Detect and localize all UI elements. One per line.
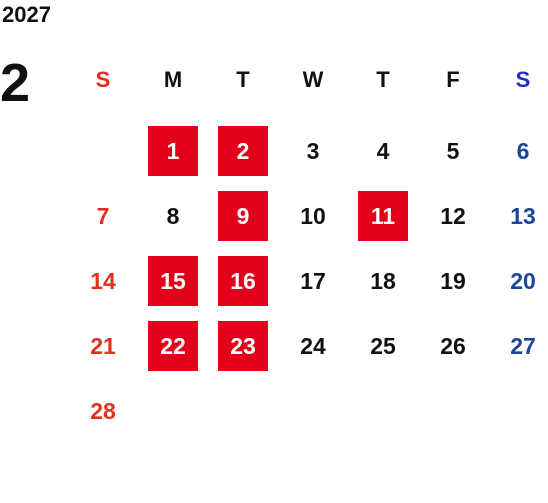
day-cell[interactable]: 13 <box>510 202 536 229</box>
weekday-header: W <box>302 67 324 92</box>
day-cell[interactable]: 14 <box>90 267 116 294</box>
day-cell[interactable]: 4 <box>376 137 390 164</box>
day-cell[interactable]: 25 <box>370 332 396 359</box>
day-cell[interactable]: 7 <box>96 202 110 229</box>
weekday-header: F <box>446 67 460 92</box>
holiday-day-cell[interactable]: 23 <box>218 321 268 371</box>
day-cell[interactable]: 27 <box>510 332 536 359</box>
day-cell[interactable]: 18 <box>370 267 396 294</box>
day-cell[interactable]: 28 <box>90 397 116 424</box>
day-cell[interactable]: 8 <box>166 202 180 229</box>
holiday-day-cell[interactable]: 2 <box>218 126 268 176</box>
holiday-day-cell[interactable]: 15 <box>148 256 198 306</box>
day-cell[interactable]: 5 <box>446 137 460 164</box>
weekday-header: T <box>236 67 250 92</box>
weekday-header: T <box>376 67 390 92</box>
month-number: 2 <box>0 53 31 113</box>
weekday-header: S <box>95 67 111 92</box>
day-cell[interactable]: 24 <box>300 332 326 359</box>
day-cell[interactable]: 17 <box>300 267 326 294</box>
holiday-day-cell[interactable]: 22 <box>148 321 198 371</box>
weekday-header: M <box>163 67 183 92</box>
day-cell[interactable]: 10 <box>300 202 326 229</box>
day-cell[interactable]: 12 <box>440 202 466 229</box>
weekday-header: S <box>515 67 531 92</box>
day-cell[interactable]: 26 <box>440 332 466 359</box>
holiday-day-cell[interactable]: 11 <box>358 191 408 241</box>
day-cell[interactable]: 19 <box>440 267 466 294</box>
day-cell[interactable]: 3 <box>306 137 320 164</box>
holiday-day-cell[interactable]: 9 <box>218 191 268 241</box>
day-cell[interactable]: 6 <box>516 137 530 164</box>
holiday-day-cell[interactable]: 1 <box>148 126 198 176</box>
day-cell[interactable]: 21 <box>90 332 116 359</box>
day-cell[interactable]: 20 <box>510 267 536 294</box>
year-label: 2027 <box>2 2 51 27</box>
holiday-day-cell[interactable]: 16 <box>218 256 268 306</box>
